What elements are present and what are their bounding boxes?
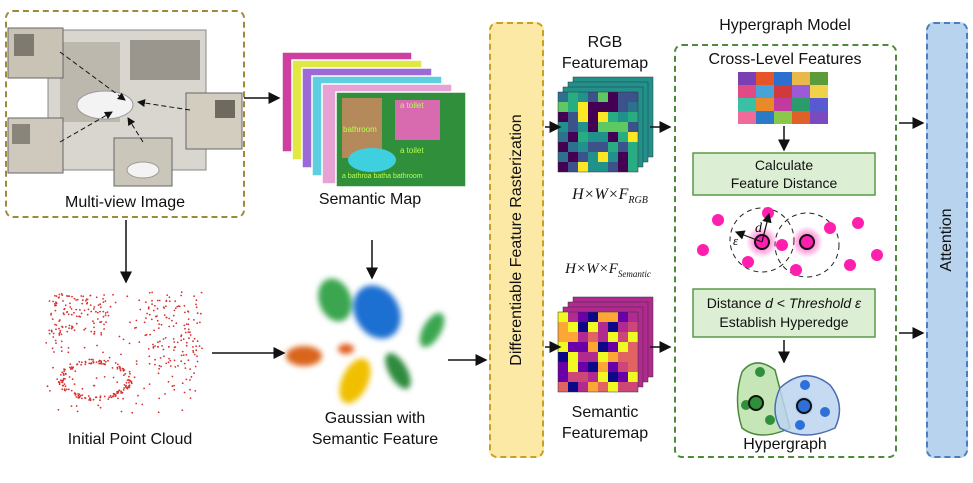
semantic-tag-2: bathroom [343, 125, 377, 134]
semantic-map-stack: a toilet bathroom a toilet a bathroa bat… [281, 51, 467, 188]
sem-label-line2: Featuremap [561, 425, 649, 442]
multiview-photos [7, 27, 243, 187]
dist-prefix: Distance [706, 295, 766, 311]
cross-level-features-grid [738, 72, 828, 124]
multiview-label: Multi-view Image [64, 194, 186, 211]
rgb-label-line2: Featuremap [561, 55, 649, 72]
semantic-featuremap-label: Semantic Featuremap [555, 402, 655, 444]
sem-label-line1: Semantic [571, 404, 639, 421]
flow-arrows [120, 92, 925, 366]
d-symbol: d [755, 221, 763, 236]
semantic-featuremap [557, 296, 654, 393]
semantic-dims-main: H×W×F [565, 261, 618, 277]
rgb-featuremap [557, 76, 654, 173]
feature-node-cluster [697, 207, 883, 278]
attention-label: Attention [938, 208, 955, 272]
hypergraph-model-box [674, 44, 897, 458]
establish-hyperedge-label: Distance d < Threshold ε Establish Hyper… [693, 294, 875, 332]
semantic-tag-3: a toilet [400, 146, 424, 155]
cross-level-label: Cross-Level Features [708, 51, 862, 68]
gaussian-label: Gaussian with Semantic Feature [290, 408, 460, 450]
dist-d: d [765, 295, 773, 311]
rgb-dims-main: H×W×F [572, 186, 629, 203]
semantic-tag-4: a bathroa batha bathroom [342, 173, 423, 180]
rgb-label-line1: RGB [587, 34, 623, 51]
dist-threshold: Threshold ε [788, 295, 862, 311]
calc-line1: Calculate [754, 157, 814, 173]
establish-line: Establish Hyperedge [719, 314, 849, 330]
rasterization-label: Differentiable Feature Rasterization [508, 114, 525, 366]
epsilon-symbol: ε [733, 233, 739, 248]
semantic-dims: H×W×FSemantic [543, 261, 673, 279]
semantic-map-label: Semantic Map [318, 191, 422, 208]
attention-bar [926, 22, 968, 458]
semantic-dims-sub: Semantic [617, 269, 651, 279]
distance-threshold-line: Distance d < Threshold ε [693, 294, 875, 313]
multiview-image-box [5, 10, 245, 218]
calc-line2: Feature Distance [730, 175, 838, 191]
semantic-tag-1: a toilet [400, 101, 424, 110]
rgb-dims-sub: RGB [628, 195, 648, 207]
gaussian-blobs [286, 278, 445, 404]
rgb-dims: H×W×FRGB [560, 186, 660, 206]
calculate-distance-box [692, 152, 876, 196]
hypergraph-label: Hypergraph [743, 436, 827, 453]
dist-mid: < [772, 295, 789, 311]
hypergraph-model-title: Hypergraph Model [719, 17, 851, 34]
rgb-featuremap-label: RGB Featuremap [560, 32, 650, 74]
rasterization-bar [489, 22, 544, 458]
point-cloud [42, 288, 208, 418]
hypergraph-figure [736, 362, 841, 436]
gaussian-label-line2: Semantic Feature [311, 431, 439, 448]
gaussian-label-line1: Gaussian with [324, 410, 426, 427]
establish-hyperedge-box [692, 288, 876, 338]
point-cloud-label: Initial Point Cloud [67, 431, 193, 448]
calculate-distance-label: Calculate Feature Distance [693, 156, 875, 192]
